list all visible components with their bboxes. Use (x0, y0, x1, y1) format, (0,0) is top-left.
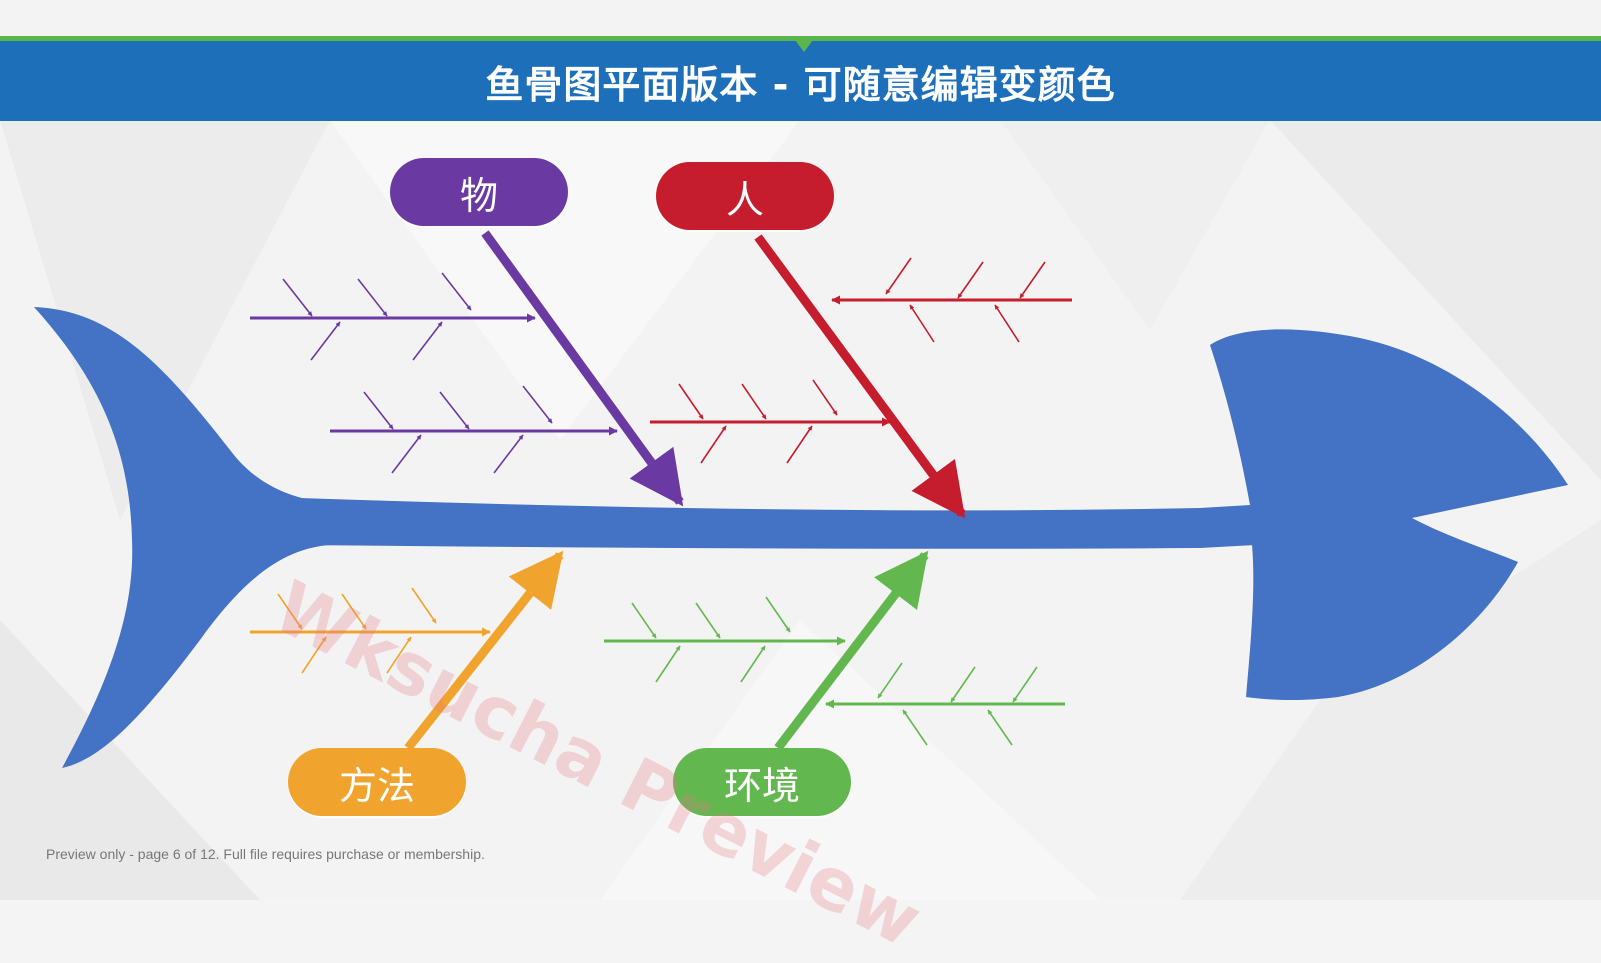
branch-fangfa-arrow (404, 550, 564, 751)
fish-tail (34, 307, 330, 768)
category-label-wu: 物 (390, 158, 568, 226)
huanjing-sub-branches (604, 596, 1065, 746)
branch-ren-arrow (754, 234, 966, 519)
ren-sub-branches (650, 257, 1072, 464)
category-label-ren: 人 (656, 162, 834, 230)
fish-head (1210, 329, 1568, 701)
preview-footer-note: Preview only - page 6 of 12. Full file r… (46, 846, 485, 862)
header-accent-line (0, 36, 1601, 41)
branch-wu-arrow (481, 230, 684, 507)
branch-huanjing-arrow (774, 550, 929, 751)
category-label-fangfa: 方法 (288, 748, 466, 816)
category-label-huanjing: 环境 (673, 748, 851, 816)
wu-sub-branches (250, 272, 618, 474)
fangfa-sub-branches (250, 587, 491, 674)
fishbone-diagram (34, 230, 1568, 768)
fish-spine (300, 498, 1255, 549)
page-title: 鱼骨图平面版本 - 可随意编辑变颜色 (0, 41, 1601, 121)
header-notch (795, 40, 813, 52)
